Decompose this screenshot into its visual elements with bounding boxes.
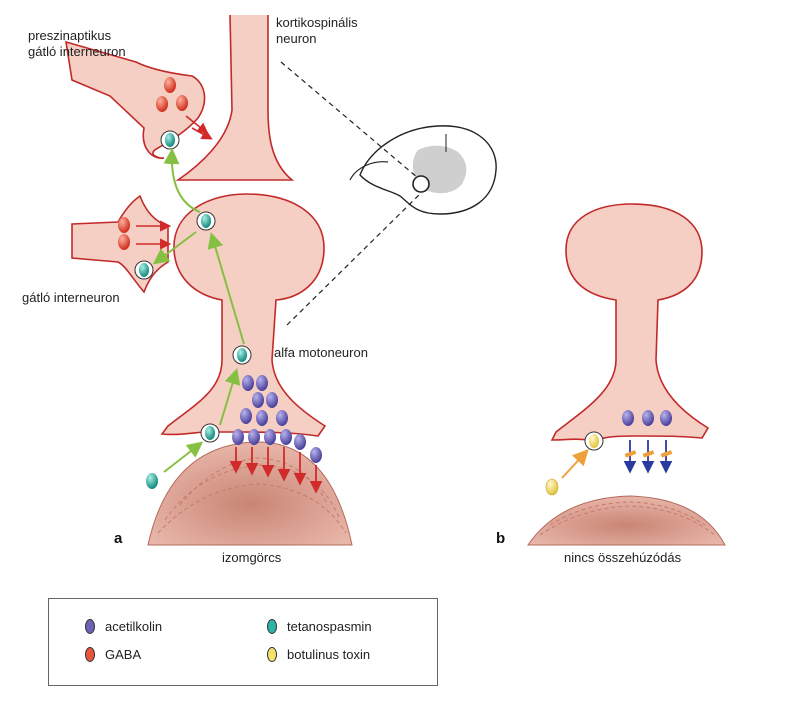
spasm-label: izomgörcs [222, 550, 282, 565]
presynaptic-label-1: preszinaptikus [28, 28, 112, 43]
gaba-vesicle [118, 217, 130, 233]
zoom-line [286, 192, 422, 326]
legend-item-acetylcholine: acetilkolin [85, 619, 162, 634]
legend-label: GABA [105, 647, 142, 662]
no-contraction-label: nincs összehúzódás [564, 550, 682, 565]
gaba-vesicle-icon [85, 647, 95, 662]
tetanospasmin-icon [267, 619, 277, 634]
legend-label: tetanospasmin [287, 619, 372, 634]
spinal-cord-cross-section-icon [349, 125, 497, 215]
legend-item-botulinum: botulinus toxin [267, 647, 370, 662]
panel-a-label: a [114, 530, 123, 547]
legend-item-gaba: GABA [85, 647, 141, 662]
legend: acetilkolin GABA tetanospasmin botulinus… [48, 598, 438, 686]
muscle-fiber-b [527, 495, 726, 546]
gaba-vesicle [176, 95, 188, 111]
inhibitory-interneuron-label: gátló interneuron [22, 290, 120, 305]
corticospinal-neuron [175, 14, 295, 181]
botulinum-block-marks [624, 450, 673, 458]
alpha-motoneuron-b [550, 203, 710, 443]
gaba-vesicle [156, 96, 168, 112]
botulinum-uptake-arrow [561, 449, 589, 479]
alpha-motoneuron-a [160, 193, 327, 437]
acetylcholine-vesicle-icon [85, 619, 95, 634]
zoom-line [280, 61, 419, 179]
alpha-motoneuron-label: alfa motoneuron [274, 345, 368, 360]
legend-label: botulinus toxin [287, 647, 371, 662]
corticospinal-label-1: kortikospinális [276, 15, 358, 30]
legend-item-tetanospasmin: tetanospasmin [267, 619, 372, 634]
acetylcholine-vesicles-b [622, 410, 672, 426]
corticospinal-label-2: neuron [276, 31, 316, 46]
presynaptic-label-2: gátló interneuron [28, 44, 126, 59]
gaba-release-arrows [136, 115, 213, 250]
tetanospasmin-particles [134, 130, 252, 489]
panel-b-label: b [496, 530, 505, 547]
acetylcholine-release-arrows [229, 447, 323, 494]
botulinum-toxin-particles [545, 431, 604, 496]
acetylcholine-vesicles-a [232, 375, 322, 463]
gaba-vesicle [164, 77, 176, 93]
gaba-vesicle [118, 234, 130, 250]
tetanospasmin-transport-arrows [152, 148, 245, 473]
botulinum-toxin-icon [267, 647, 277, 662]
legend-label: acetilkolin [105, 619, 163, 634]
